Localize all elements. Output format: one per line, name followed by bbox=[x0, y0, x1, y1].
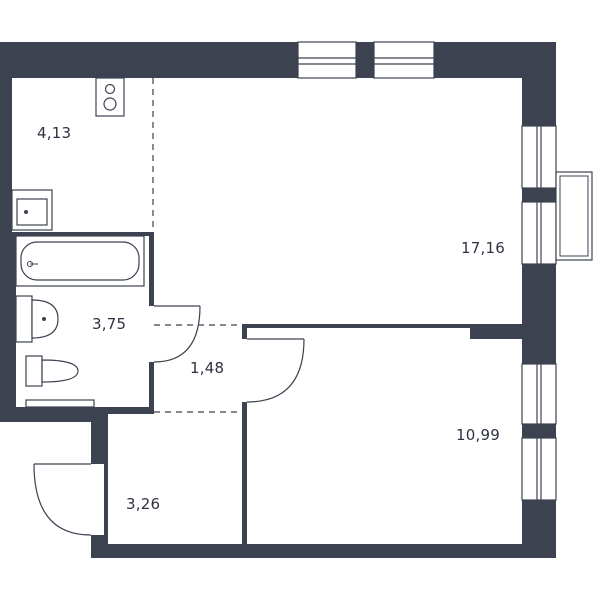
bathtub bbox=[15, 235, 145, 287]
wall-bath-top bbox=[12, 232, 154, 236]
window-right-upper-2 bbox=[521, 201, 557, 265]
wall-bath-left bbox=[12, 232, 16, 408]
wall-bath-right-lower bbox=[149, 362, 154, 414]
bath-threshold bbox=[25, 399, 95, 408]
bathroom-area-label: 3,75 bbox=[92, 315, 127, 333]
window-right-lower-2 bbox=[521, 437, 557, 501]
windows bbox=[297, 41, 557, 501]
wall-hall-left bbox=[104, 414, 108, 544]
cooktop bbox=[95, 77, 125, 117]
window-top-1 bbox=[297, 41, 357, 79]
doors bbox=[33, 305, 305, 536]
bathroom-door bbox=[153, 305, 201, 363]
balcony bbox=[555, 171, 593, 261]
kitchen-sink bbox=[11, 189, 53, 231]
wall-bedroom-left bbox=[242, 402, 247, 544]
wall-bath-right-upper bbox=[149, 232, 154, 306]
wall-top bbox=[0, 42, 556, 78]
living-room-area-label: 17,16 bbox=[461, 239, 505, 257]
window-right-upper-1 bbox=[521, 125, 557, 189]
bedroom-door bbox=[246, 338, 305, 403]
wall-bath-bottom bbox=[12, 407, 154, 414]
wall-bottom bbox=[91, 544, 556, 558]
hall-area-label: 3,26 bbox=[126, 495, 161, 513]
wall-bedroom-top-thick bbox=[470, 324, 522, 339]
window-top-2 bbox=[373, 41, 435, 79]
corridor-area-label: 1,48 bbox=[190, 359, 225, 377]
bedroom-area-label: 10,99 bbox=[456, 426, 500, 444]
entrance-door bbox=[33, 463, 92, 536]
interior-walls bbox=[12, 232, 522, 544]
wall-left bbox=[0, 42, 12, 422]
bathroom-sink bbox=[15, 295, 59, 343]
wall-bottom-stub bbox=[91, 535, 108, 558]
wall-entry-stub bbox=[91, 407, 108, 464]
window-right-lower-1 bbox=[521, 363, 557, 425]
outer-walls bbox=[0, 42, 556, 558]
toilet bbox=[25, 355, 79, 387]
wall-bedroom-top bbox=[242, 324, 522, 328]
kitchen-area-label: 4,13 bbox=[37, 124, 72, 142]
wall-bedroom-left-upper bbox=[242, 324, 247, 339]
